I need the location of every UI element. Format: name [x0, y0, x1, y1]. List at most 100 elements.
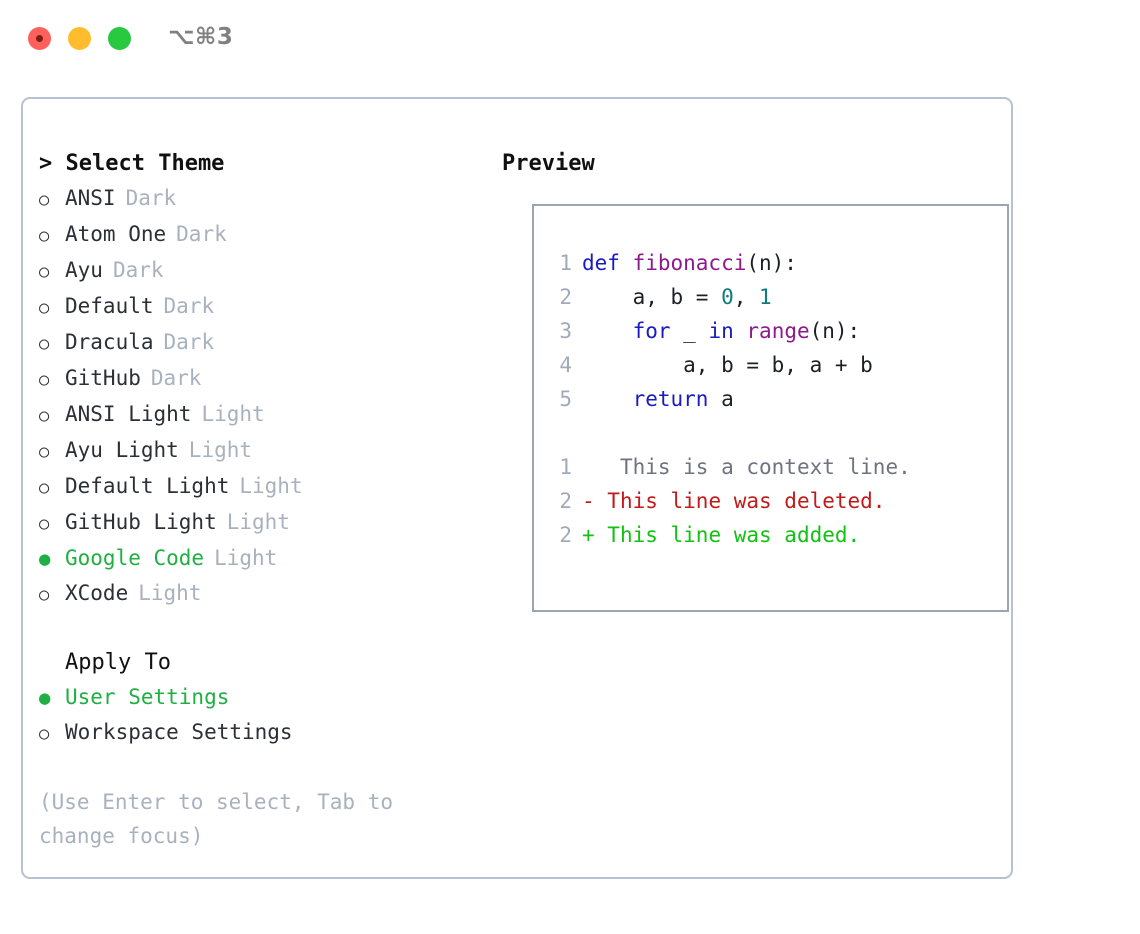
theme-option-label: ANSI [65, 186, 116, 210]
code-token-fn: range [746, 319, 810, 343]
theme-variant-badge: Dark [163, 294, 215, 318]
apply-to-list: ● User Settings ○Workspace Settings [39, 680, 479, 751]
diff-line-add: 2 + This line was added. [550, 518, 1001, 552]
theme-variant-badge: Dark [163, 330, 215, 354]
apply-to-option-label: User Settings [65, 685, 230, 709]
theme-option-label: Default [65, 294, 154, 318]
radio-unselected-icon: ○ [39, 478, 50, 498]
close-button[interactable] [28, 27, 51, 50]
code-token-id: a [708, 387, 734, 411]
radio-unselected-icon: ○ [39, 514, 50, 534]
diff-line-ctx: 1 This is a context line. [550, 450, 1001, 484]
line-number: 2 [559, 523, 572, 547]
diff-spacer [550, 416, 1001, 450]
apply-to-option-user-settings[interactable]: ● User Settings [39, 680, 479, 715]
theme-option-google-code[interactable]: ● Google Code Light [39, 541, 479, 576]
code-token-id [582, 387, 633, 411]
radio-unselected-icon: ○ [39, 406, 50, 426]
theme-option-ayu-light[interactable]: ○ Ayu Light Light [39, 433, 479, 469]
radio-unselected-icon: ○ [39, 190, 50, 210]
code-token-kw: def [582, 251, 633, 275]
diff-marker: - [582, 489, 595, 513]
radio-unselected-icon: ○ [39, 442, 50, 462]
theme-option-label: Atom One [65, 222, 167, 246]
theme-option-label: GitHub [65, 366, 141, 390]
code-token-id: _ [670, 319, 709, 343]
theme-option-label: Ayu [65, 258, 103, 282]
apply-to-option-label: Workspace Settings [65, 720, 293, 744]
code-token-kw: for [632, 319, 671, 343]
theme-option-ansi[interactable]: ○ ANSI Dark [39, 181, 479, 217]
code-token-id: a, b = b, a + b [582, 353, 873, 377]
diff-text: This is a context line. [594, 455, 911, 479]
code-line: 5 return a [550, 382, 1001, 416]
code-token-num: 1 [759, 285, 772, 309]
theme-variant-badge: Dark [125, 186, 177, 210]
theme-option-default[interactable]: ○ Default Dark [39, 289, 479, 325]
apply-to-option-workspace-settings[interactable]: ○Workspace Settings [39, 715, 479, 751]
theme-variant-badge: Light [138, 581, 202, 605]
code-token-fn: fibonacci [632, 251, 747, 275]
theme-option-ayu[interactable]: ○ Ayu Dark [39, 253, 479, 289]
theme-variant-badge: Dark [176, 222, 227, 246]
section-spacer [39, 612, 479, 646]
code-line: 4 a, b = b, a + b [550, 348, 1001, 382]
line-number: 1 [559, 251, 572, 275]
radio-selected-icon: ● [39, 687, 51, 709]
radio-unselected-icon: ○ [39, 370, 50, 390]
code-token-punc: (n): [809, 319, 861, 343]
theme-option-label: Default Light [65, 474, 230, 498]
radio-unselected-icon: ○ [39, 262, 50, 282]
keyboard-hint-text: (Use Enter to select, Tab to change focu… [39, 790, 394, 848]
window-titlebar: ⌥⌘3 [0, 0, 1140, 78]
diff-marker [582, 455, 595, 479]
theme-variant-badge: Light [188, 438, 253, 462]
radio-unselected-icon: ○ [39, 298, 50, 318]
select-theme-header: > Select Theme [39, 151, 225, 176]
diff-sample: 1 This is a context line.2- This line wa… [550, 450, 1001, 552]
maximize-button[interactable] [108, 27, 131, 50]
apply-to-header: Apply To [65, 650, 171, 675]
radio-selected-icon: ● [39, 548, 51, 570]
preview-header: Preview [502, 151, 595, 176]
theme-variant-badge: Light [226, 510, 290, 534]
diff-marker: + [582, 523, 595, 547]
line-number: 4 [559, 353, 572, 377]
line-number: 2 [559, 489, 572, 513]
code-token-num: 0 [721, 285, 734, 309]
keyboard-shortcut-label: ⌥⌘3 [168, 24, 234, 50]
theme-option-label: Google Code [65, 546, 205, 570]
theme-variant-badge: Dark [112, 258, 164, 282]
theme-option-label: Ayu Light [65, 438, 179, 462]
code-token-id: , [733, 285, 760, 309]
code-line: 3 for _ in range(n): [550, 314, 1001, 348]
code-line: 2 a, b = 0, 1 [550, 280, 1001, 314]
code-token-id: a, b = [582, 285, 722, 309]
line-number: 5 [559, 387, 572, 411]
theme-option-label: Dracula [65, 330, 154, 354]
line-number: 3 [559, 319, 572, 343]
diff-text: This line was added. [594, 523, 861, 547]
line-number: 2 [559, 285, 572, 309]
theme-variant-badge: Light [214, 546, 278, 570]
diff-line-del: 2- This line was deleted. [550, 484, 1001, 518]
minimize-button[interactable] [68, 27, 91, 50]
code-token-kw: in [708, 319, 734, 343]
code-token-id [734, 319, 747, 343]
